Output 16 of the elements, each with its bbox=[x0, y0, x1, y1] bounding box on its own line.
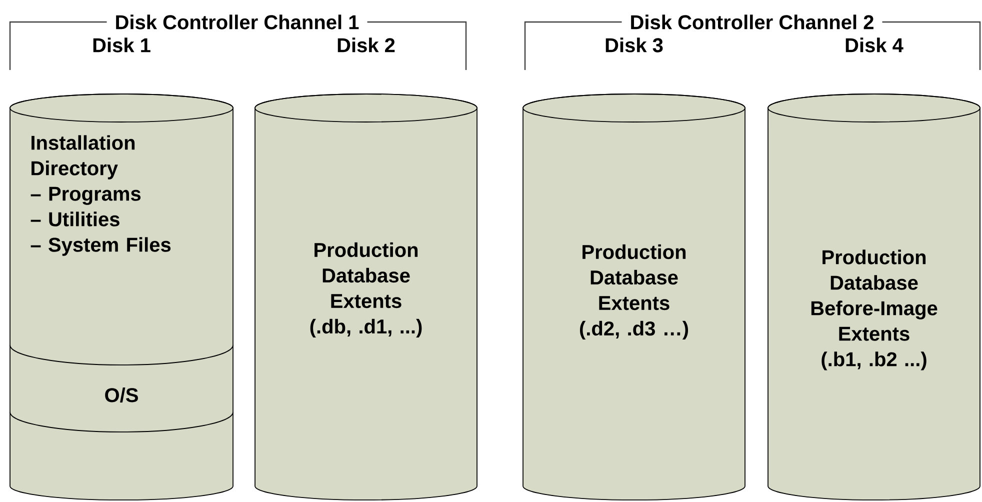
disk-section: O/S bbox=[10, 344, 234, 402]
disk-cylinder bbox=[254, 94, 478, 500]
channel-heading: Disk Controller Channel 1 bbox=[106, 12, 368, 32]
disk-text: Production Database Extents (.db, .d1, ...) bbox=[310, 242, 422, 338]
channel-heading: Disk Controller Channel 2 bbox=[622, 12, 882, 32]
disk-cylinder bbox=[768, 94, 980, 500]
disk-text: Production Database Before-Image Extents (.b1, .b2 ...) bbox=[811, 250, 938, 370]
disk-cylinder bbox=[10, 94, 234, 500]
disk-label: Disk 4 bbox=[846, 38, 904, 52]
disk-cylinder bbox=[522, 94, 746, 500]
disk-label: Disk 1 bbox=[93, 38, 150, 52]
disk-text: Production Database Extents (.d2, .d3 …) bbox=[580, 244, 688, 340]
disk-section bbox=[10, 412, 234, 432]
disk-label: Disk 2 bbox=[338, 38, 395, 52]
disk-section: Installation Directory – Programs – Utilities – System Files bbox=[30, 135, 171, 256]
disk-label: Disk 3 bbox=[606, 38, 663, 52]
